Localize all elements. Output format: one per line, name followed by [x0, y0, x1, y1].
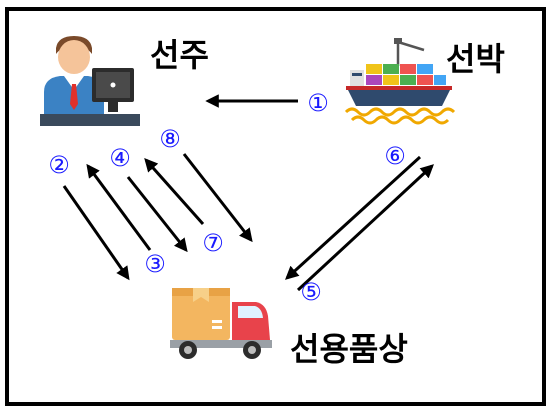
step-number-3: ③ — [144, 250, 166, 278]
step-number-8: ⑧ — [159, 125, 181, 153]
arrow-step-7 — [144, 157, 205, 225]
step-number-6: ⑥ — [384, 142, 406, 170]
node-label-chandler: 선용품상 — [290, 330, 408, 368]
arrow-step-6 — [296, 164, 434, 292]
cargo-ship-icon — [344, 38, 456, 125]
step-number-2: ② — [48, 151, 70, 179]
node-label-ship: 선박 — [446, 40, 505, 78]
arrow-step-2 — [62, 185, 130, 281]
arrow-step-4 — [126, 176, 188, 253]
arrows — [62, 94, 434, 292]
step-number-7: ⑦ — [202, 229, 224, 257]
step-number-5: ⑤ — [300, 278, 322, 306]
arrow-step-3 — [86, 163, 152, 251]
step-number-4: ④ — [109, 144, 131, 172]
arrow-step-8 — [182, 153, 253, 243]
arrow-step-5 — [285, 155, 422, 280]
delivery-truck-icon — [170, 288, 272, 359]
step-numbers: ① ② ③ ④ ⑤ ⑥ ⑦ ⑧ — [48, 89, 406, 306]
businessman-at-computer-icon — [40, 36, 140, 126]
step-number-1: ① — [307, 89, 329, 117]
node-label-owner: 선주 — [150, 36, 209, 74]
